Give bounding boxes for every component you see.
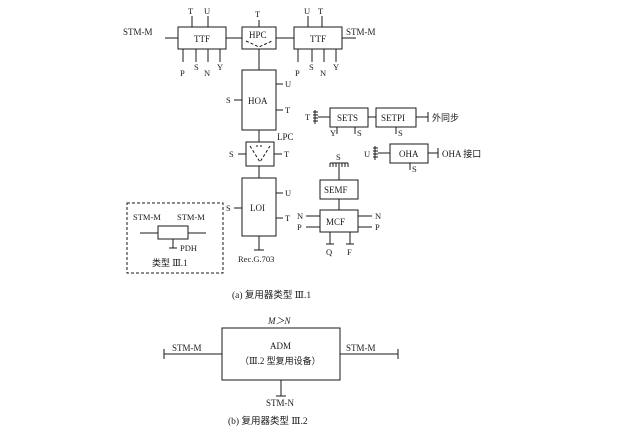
semf-block: S SEMF — [319, 152, 359, 210]
ttf-left-s: S — [194, 62, 199, 72]
hoa-block: HOA S U T — [226, 69, 291, 131]
adm-condition: M＞N — [267, 316, 291, 326]
adm-stm-right: STM-M — [346, 343, 376, 353]
oha-interface-label: OHA 接口 — [442, 148, 481, 159]
hoa-t: T — [285, 105, 291, 115]
ttf-right-p: P — [295, 68, 300, 78]
mcf-left-n: N — [297, 211, 303, 221]
semf-s: S — [336, 152, 341, 162]
lpc-label: LPC — [277, 132, 294, 142]
mcf-q: Q — [326, 247, 332, 257]
oha-u: U — [364, 149, 370, 159]
loi-s: S — [226, 203, 231, 213]
hpc-t: T — [255, 9, 261, 19]
ttf-right-s: S — [309, 62, 314, 72]
oha-s: S — [412, 164, 417, 174]
ttf-left-n: N — [204, 68, 210, 78]
ttf-left-y: Y — [217, 62, 223, 72]
hoa-s: S — [226, 95, 231, 105]
sets-y: Y — [330, 128, 336, 138]
lpc-s: S — [229, 149, 234, 159]
hpc-label: HPC — [249, 30, 267, 40]
ttf-right-label: TTF — [310, 34, 326, 44]
ttf-left-p: P — [180, 68, 185, 78]
mcf-block: MCF N P N P Q F — [297, 209, 381, 257]
ttf-left-u: U — [204, 6, 210, 16]
legend-title: 类型 Ⅲ.1 — [152, 257, 188, 268]
setpi-s: S — [398, 128, 403, 138]
legend-pdh: PDH — [180, 243, 197, 253]
stm-left-label: STM-M — [123, 27, 153, 37]
caption-b: (b) 复用器类型 Ⅲ.2 — [228, 415, 308, 427]
ttf-left-block: TTF T U P S N Y — [177, 6, 227, 78]
adm-diagram: M＞N ADM （Ⅲ.2 型复用设备） STM-M STM-M STM-N — [163, 316, 399, 408]
ttf-left-t: T — [188, 6, 194, 16]
ttf-right-block: TTF U T P S N Y — [293, 6, 343, 78]
ttf-right-n: N — [320, 68, 326, 78]
lpc-block: LPC S T — [229, 132, 294, 167]
hoa-label: HOA — [248, 96, 268, 106]
loi-t: T — [285, 213, 291, 223]
oha-label: OHA — [399, 149, 419, 159]
stm-right-line: STM-M — [342, 27, 376, 39]
loi-label: LOI — [250, 203, 265, 213]
legend-stm-left: STM-M — [133, 212, 161, 222]
adm-title: ADM — [270, 341, 291, 351]
loi-u: U — [285, 188, 291, 198]
sets-block: T SETS Y S — [305, 107, 369, 138]
type-iii1-legend: STM-M STM-M PDH 类型 Ⅲ.1 — [126, 202, 224, 274]
adm-stm-left: STM-M — [172, 343, 202, 353]
ttf-right-t: T — [318, 6, 324, 16]
adm-stm-bottom: STM-N — [266, 398, 295, 408]
hpc-block: HPC T — [241, 9, 277, 50]
adm-subtitle: （Ⅲ.2 型复用设备） — [240, 355, 321, 366]
setpi-label: SETPI — [381, 113, 405, 123]
semf-label: SEMF — [324, 185, 348, 195]
ttf-right-y: Y — [333, 62, 339, 72]
sets-label: SETS — [337, 113, 358, 123]
sets-s: S — [357, 128, 362, 138]
legend-stm-right: STM-M — [177, 212, 205, 222]
ttf-left-label: TTF — [194, 34, 210, 44]
mcf-f: F — [347, 247, 352, 257]
mcf-right-p: P — [375, 222, 380, 232]
lpc-t: T — [284, 149, 290, 159]
setpi-block: SETPI S 外同步 — [375, 107, 459, 138]
hoa-u: U — [285, 79, 291, 89]
external-sync-label: 外同步 — [432, 112, 459, 123]
mcf-right-n: N — [375, 211, 381, 221]
sets-t: T — [305, 112, 311, 122]
mcf-left-p: P — [297, 222, 302, 232]
caption-a: (a) 复用器类型 Ⅲ.1 — [232, 289, 311, 301]
mcf-label: MCF — [326, 217, 345, 227]
loi-block: LOI S U T Rec.G.703 — [226, 177, 291, 264]
oha-block: U OHA S OHA 接口 — [364, 143, 481, 174]
stm-right-label: STM-M — [346, 27, 376, 37]
ttf-right-u: U — [304, 6, 310, 16]
loi-g703: Rec.G.703 — [238, 254, 274, 264]
stm-left-line: STM-M — [123, 27, 178, 39]
